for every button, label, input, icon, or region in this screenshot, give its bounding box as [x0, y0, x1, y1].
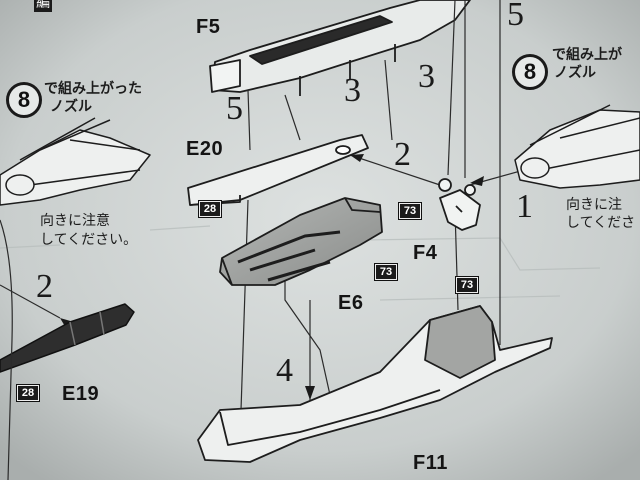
right-caution-line2: してくださ	[566, 215, 636, 231]
left-nozzle-drawing	[0, 117, 151, 206]
step-number-4-bottom: 4	[276, 352, 293, 389]
part-label-e6: E6	[338, 292, 364, 314]
right-caution-line1: 向きに注	[566, 197, 622, 213]
part-e6-drawing	[219, 197, 383, 286]
part-f5-drawing	[209, 0, 471, 96]
part-count-badge-28-top: 28	[198, 200, 222, 218]
part-count-badge-73-e6: 73	[374, 263, 398, 281]
left-note-heading-line1: で組み上がった	[44, 81, 142, 97]
left-caution-line1: 向きに注意	[40, 213, 110, 229]
faint-background-print	[0, 225, 601, 301]
part-label-f11: F11	[413, 452, 448, 474]
step-number-2-left: 2	[36, 268, 53, 305]
part-f11-drawing	[197, 305, 553, 463]
right-note-heading-line2: ノズル	[554, 65, 596, 81]
step-number-2-mid: 2	[394, 136, 411, 173]
right-note-heading-line1: で組み上が	[552, 47, 622, 63]
part-label-f4: F4	[413, 242, 438, 264]
step-number-5-top: 5	[507, 0, 524, 33]
step-number-3-right: 3	[418, 58, 435, 95]
step-number-3-mid: 3	[344, 72, 361, 109]
right-step-circle: 8	[512, 54, 548, 90]
step-number-5-mid: 5	[226, 90, 243, 127]
part-e20-drawing	[187, 134, 369, 206]
part-label-f5: F5	[196, 16, 221, 38]
left-note-heading-line2: ノズル	[50, 99, 92, 115]
left-step-circle: 8	[6, 82, 42, 118]
part-label-e19: E19	[62, 383, 100, 405]
part-e19-drawing	[0, 303, 135, 373]
part-count-badge-73-f11: 73	[455, 276, 479, 294]
part-label-e20: E20	[186, 138, 224, 160]
left-edge-line	[0, 219, 13, 480]
step-number-1-right: 1	[516, 188, 533, 225]
corner-text-fragment: 編	[34, 0, 52, 12]
part-count-badge-28-bottom: 28	[16, 384, 40, 402]
left-caution-line2: してください。	[40, 232, 138, 248]
part-f4-drawing	[438, 178, 481, 231]
right-nozzle-drawing	[514, 104, 640, 189]
part-count-badge-73-f4: 73	[398, 202, 422, 220]
